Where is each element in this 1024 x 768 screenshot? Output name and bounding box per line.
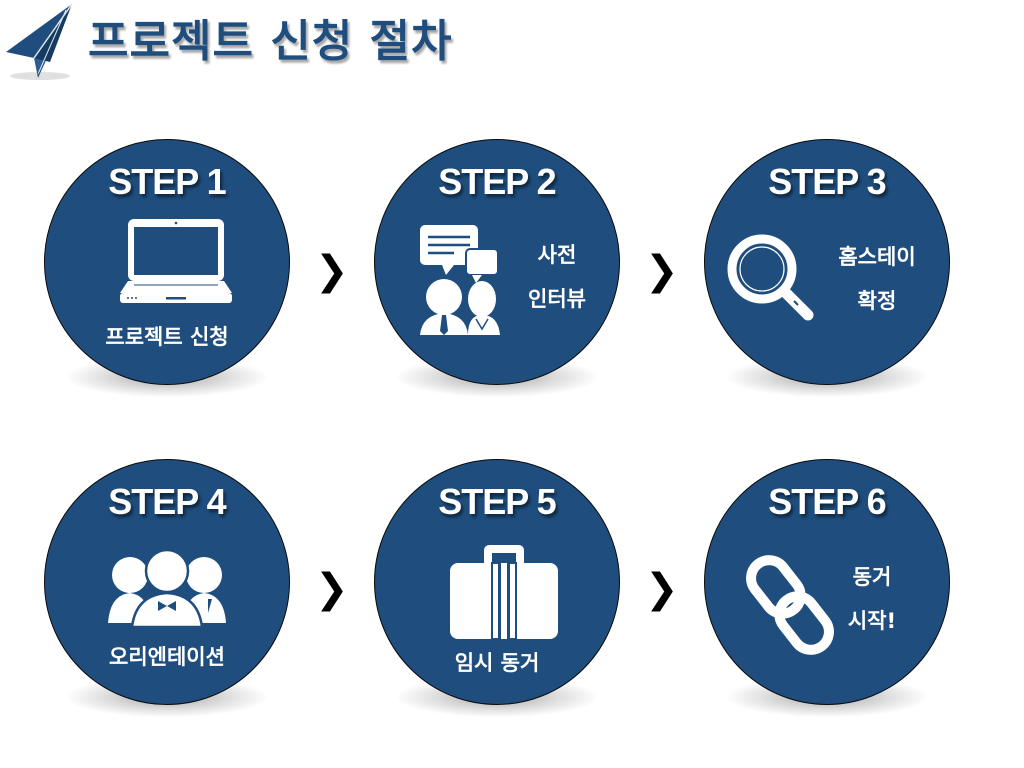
next-arrow-icon: ❯ [645, 248, 679, 294]
step-3: STEP 3 홈스테이 확정 [704, 139, 950, 397]
caption-line: 확정 [857, 289, 897, 313]
step-caption: 프로젝트 신청 [44, 315, 290, 359]
step-label: STEP 6 [768, 481, 886, 522]
step-2: STEP 2 사전 인터뷰 [374, 139, 620, 397]
magnifier-icon [727, 234, 814, 321]
step-label: STEP 1 [108, 161, 226, 202]
step-caption: 사전 인터뷰 [512, 233, 602, 321]
group-icon [108, 551, 226, 627]
step-label: STEP 5 [438, 481, 556, 522]
step-label: STEP 4 [108, 481, 226, 522]
step-1: STEP 1 프로젝트 신청 [44, 139, 290, 397]
next-arrow-icon: ❯ [315, 566, 349, 612]
page-title: 프로젝트 신청 절차 [88, 16, 453, 67]
caption-line: 사전 [537, 243, 577, 267]
step-5: STEP 5 임시 동거 [374, 459, 620, 717]
caption-line: 동거 [852, 565, 892, 589]
caption-line: 인터뷰 [528, 287, 586, 311]
caption-line: 시작! [847, 609, 897, 633]
step-caption: 홈스테이 확정 [822, 235, 932, 323]
caption-line: 홈스테이 [838, 245, 916, 269]
caption-line: 프로젝트 신청 [105, 325, 229, 349]
step-label: STEP 2 [438, 161, 556, 202]
step-6: STEP 6 동거 시작! [704, 459, 950, 717]
suitcase-icon [450, 545, 558, 639]
step-label: STEP 3 [768, 161, 886, 202]
chain-link-icon [746, 555, 834, 655]
step-4: STEP 4 오리엔테이션 [44, 459, 290, 717]
caption-line: 임시 동거 [454, 651, 540, 675]
header: 프로젝트 신청 절차 [0, 0, 520, 100]
interview-icon [420, 225, 500, 335]
step-caption: 오리엔테이션 [44, 635, 290, 679]
step-circle [704, 459, 950, 705]
step-caption: 임시 동거 [374, 641, 620, 685]
next-arrow-icon: ❯ [315, 248, 349, 294]
laptop-icon [120, 219, 232, 303]
step-circle [704, 139, 950, 385]
caption-line: 오리엔테이션 [109, 645, 225, 669]
next-arrow-icon: ❯ [645, 566, 679, 612]
paper-plane-icon [6, 3, 73, 80]
step-caption: 동거 시작! [832, 555, 912, 643]
